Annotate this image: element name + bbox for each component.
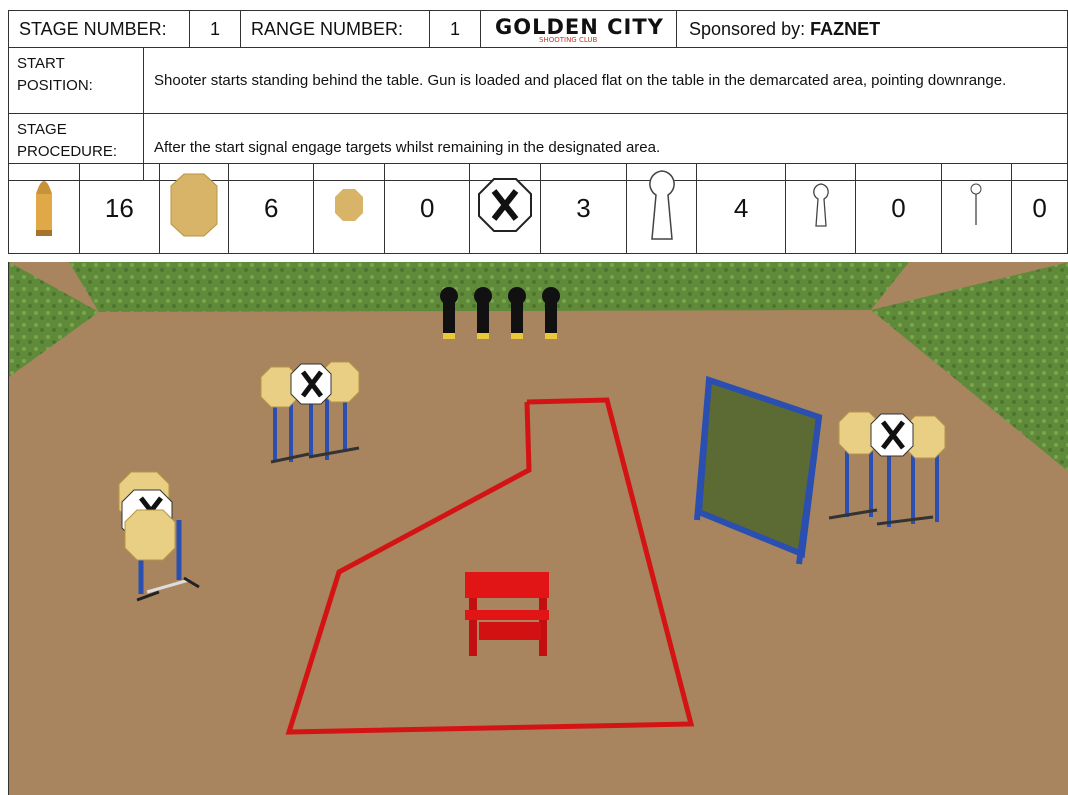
sponsor-label: Sponsored by: (689, 19, 805, 39)
start-position-label: START POSITION: (9, 48, 144, 114)
mini-popper-icon (785, 164, 856, 254)
no-shoot-target-icon (470, 164, 541, 254)
club-logo: GOLDEN CITY SHOOTING CLUB (481, 11, 677, 48)
description-table: START POSITION: Shooter starts standing … (8, 47, 1068, 181)
sponsor-name: FAZNET (810, 19, 880, 39)
target-array-left-upper (261, 362, 359, 462)
paper-target-count: 6 (229, 164, 314, 254)
bullet-icon (9, 164, 80, 254)
stage-procedure-label-line2: PROCEDURE: (17, 143, 117, 160)
stage-number-label: STAGE NUMBER: (9, 11, 190, 48)
popper-icon (626, 164, 697, 254)
stage-layout-render (8, 262, 1068, 795)
sponsor-cell: Sponsored by: FAZNET (677, 11, 1068, 48)
stage-info-table: STAGE NUMBER: 1 RANGE NUMBER: 1 GOLDEN C… (8, 10, 1068, 48)
mini-popper-count: 0 (856, 164, 941, 254)
popper-count: 4 (697, 164, 785, 254)
no-shoot-count: 3 (541, 164, 626, 254)
mini-paper-target-icon (314, 164, 385, 254)
start-position-text: Shooter starts standing behind the table… (144, 48, 1068, 114)
ipsc-paper-target-icon (160, 164, 229, 254)
micro-popper-icon (941, 164, 1012, 254)
stage-procedure-label-line1: STAGE (17, 121, 67, 138)
micro-popper-count: 0 (1012, 164, 1068, 254)
stage-number-value: 1 (190, 11, 241, 48)
start-position-label-line2: POSITION: (17, 77, 93, 94)
rounds-count: 16 (79, 164, 160, 254)
start-position-label-line1: START (17, 55, 65, 72)
target-count-table: 16 6 0 3 4 0 0 (8, 163, 1068, 254)
range-number-label: RANGE NUMBER: (241, 11, 430, 48)
range-number-value: 1 (430, 11, 481, 48)
club-logo-subtitle: SHOOTING CLUB (539, 36, 597, 44)
mini-paper-target-count: 0 (385, 164, 470, 254)
stage-layout-drawing (9, 262, 1068, 795)
